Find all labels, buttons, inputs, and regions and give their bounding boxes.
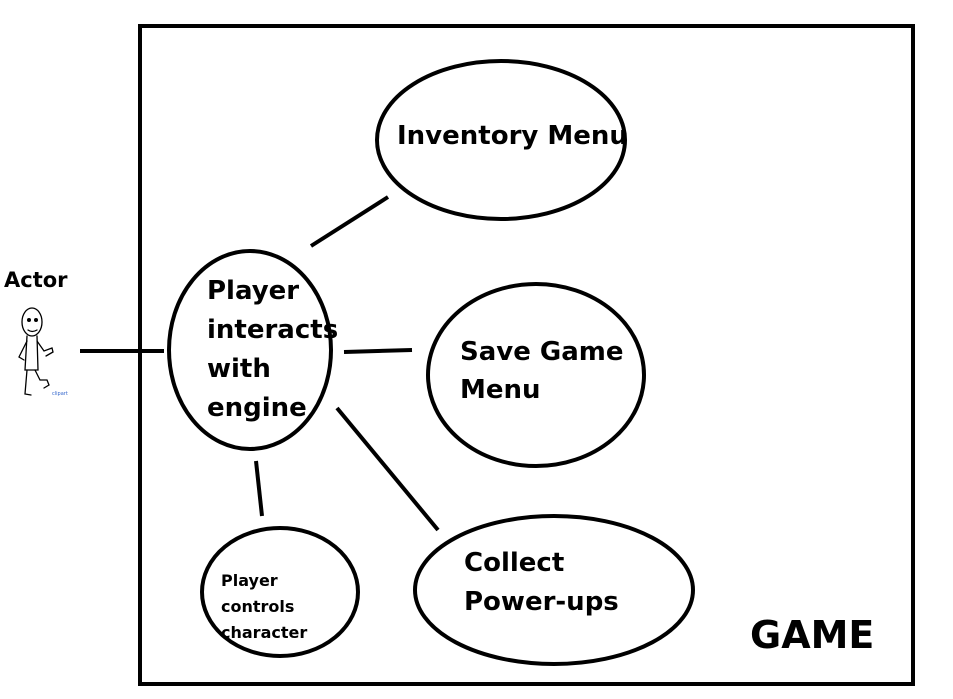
inventory-label: Inventory Menu <box>397 121 628 151</box>
use-case-inventory <box>375 59 627 221</box>
association-engine-inventory <box>309 195 390 248</box>
stick-figure-actor-icon <box>18 307 54 396</box>
association-engine-powerups <box>335 406 440 532</box>
system-label: GAME <box>750 613 875 657</box>
association-engine-save-game <box>343 348 413 354</box>
system-boundary <box>138 24 915 686</box>
engine-label: Player interacts with engine <box>207 276 339 423</box>
use-case-powerups <box>413 514 695 666</box>
use-case-engine <box>167 249 333 451</box>
actor-caption: clipart <box>52 391 68 397</box>
save-game-label: Save Game Menu <box>460 337 624 405</box>
powerups-label: Collect Power-ups <box>464 548 619 617</box>
association-engine-controls <box>254 460 264 517</box>
controls-label: Player controls character <box>221 571 308 642</box>
actor-label: Actor <box>4 268 68 292</box>
use-case-save-game <box>426 282 646 468</box>
use-case-controls <box>200 526 360 658</box>
